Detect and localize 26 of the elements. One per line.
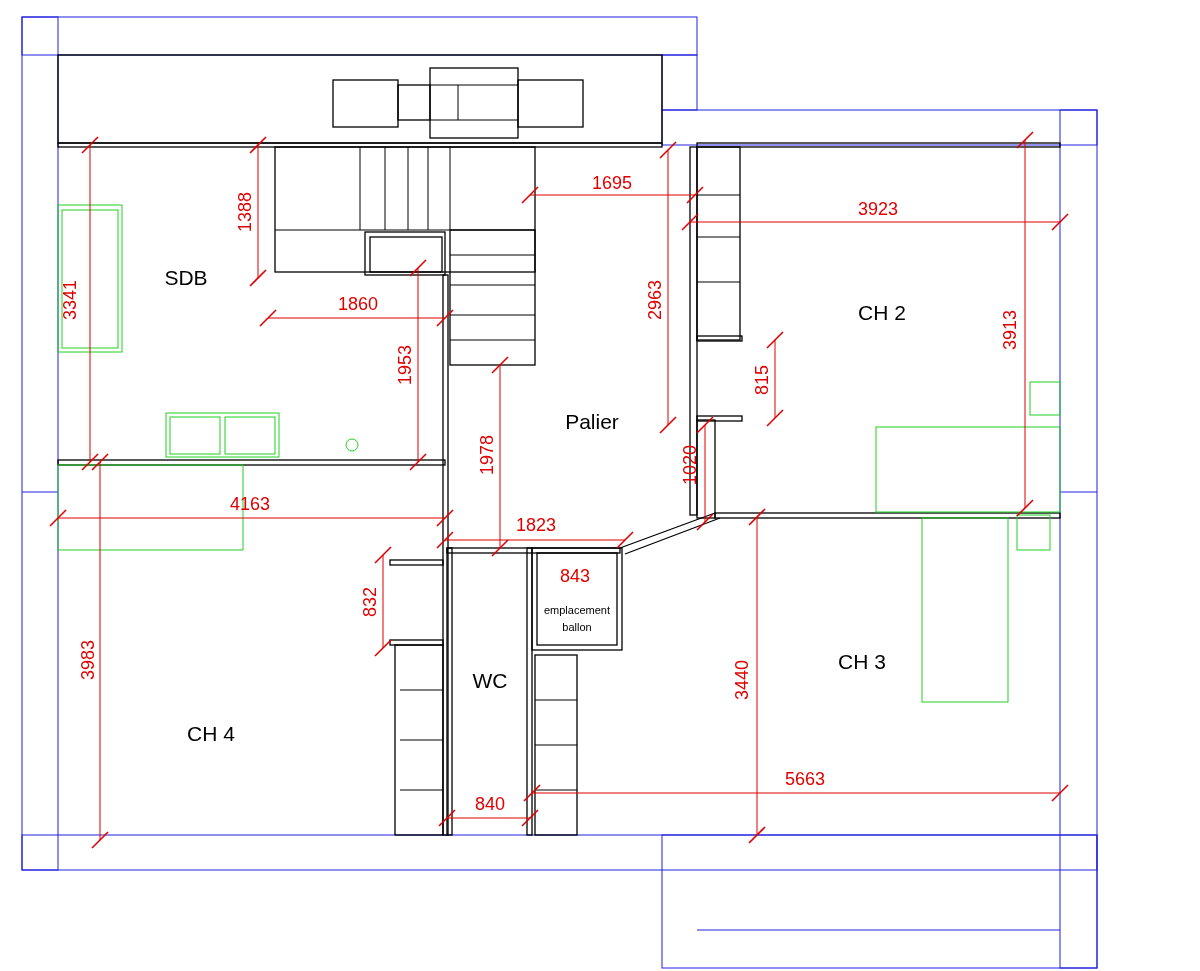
dimension-value: 4163 [230,495,270,513]
room-label: CH 3 [838,650,886,672]
dimension-value: 3440 [733,660,751,700]
room-label: SDB [164,266,208,288]
dimension-value: 1388 [236,192,254,232]
dimension-value: 3341 [61,280,79,320]
room-label: emplacement ballon [542,603,611,635]
dimension-value: 1695 [592,174,632,192]
room-label: CH 2 [858,301,906,323]
room-label: Palier [565,410,619,432]
dimension-value: 1020 [681,445,699,485]
room-label: CH 4 [187,722,235,744]
dimension-value: 840 [475,795,505,813]
dimension-value: 3983 [79,640,97,680]
dimension-value: 1978 [478,435,496,475]
dimension-value: 1953 [396,345,414,385]
dimension-value: 815 [753,365,771,395]
dimension-value: 832 [361,587,379,617]
dimension-value: 3923 [858,200,898,218]
dimension-value: 5663 [785,770,825,788]
room-label: WC [472,669,508,691]
dimension-value: 1823 [516,516,556,534]
dimension-value: 2963 [646,280,664,320]
dimension-value: 3913 [1001,310,1019,350]
dimension-value: 1860 [338,295,378,313]
dimension-value: 843 [560,567,590,585]
